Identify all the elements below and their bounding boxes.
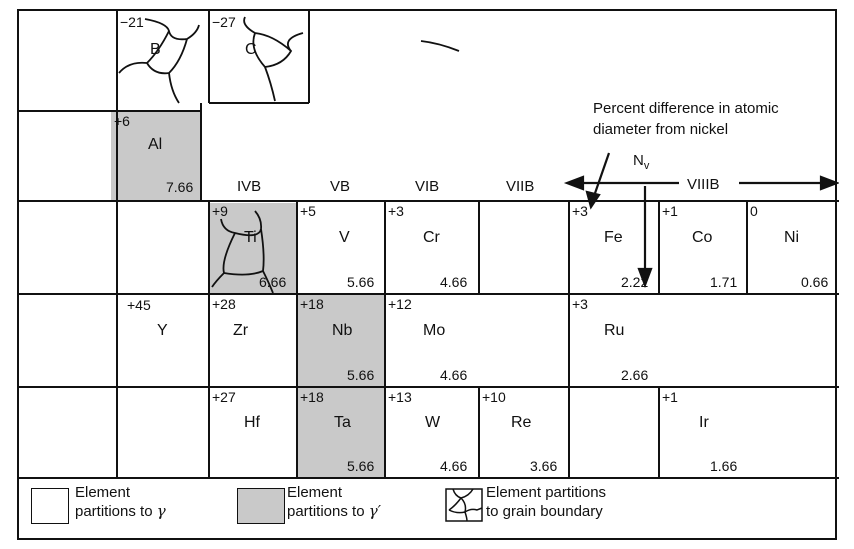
legend-label-grain-boundary: Element partitions to grain boundary	[486, 483, 606, 521]
legend-label-gamma-prime: Element partitions to γ′	[287, 483, 381, 521]
ni-diameter-diff: 0	[750, 203, 758, 219]
legend-gamma-line-2: partitions to γ	[75, 502, 166, 521]
cr-diameter-diff: +3	[388, 203, 404, 219]
al-symbol: Al	[148, 136, 163, 153]
zr-symbol: Zr	[233, 322, 249, 339]
re-nv-value: 3.66	[530, 458, 558, 474]
w-symbol: W	[425, 414, 441, 431]
co-nv-value: 1.71	[710, 274, 738, 290]
nb-symbol: Nb	[332, 322, 353, 339]
ta-nv-value: 5.66	[347, 458, 375, 474]
legend-gamma-prime-line-2: partitions to γ′	[287, 502, 381, 521]
shade-ta	[297, 387, 385, 477]
ni-symbol: Ni	[784, 229, 800, 246]
re-symbol: Re	[511, 414, 532, 431]
w-diameter-diff: +13	[388, 389, 412, 405]
annotation-line-1: Percent difference in atomic	[593, 100, 779, 117]
ir-symbol: Ir	[699, 414, 709, 431]
legend-gamma-prime-symbol: γ′	[368, 502, 382, 520]
ta-symbol: Ta	[334, 414, 351, 431]
ir-diameter-diff: +1	[662, 389, 678, 405]
nb-diameter-diff: +18	[300, 296, 324, 312]
ru-nv-value: 2.66	[621, 367, 649, 383]
legend-swatch-grain-boundary	[445, 488, 483, 522]
legend-gamma-text: partitions to	[75, 503, 157, 520]
fe-diameter-diff: +3	[572, 203, 588, 219]
table-grid	[19, 11, 839, 479]
mo-nv-value: 4.66	[440, 367, 468, 383]
group-header-viib: VIIB	[506, 178, 535, 195]
fe-symbol: Fe	[604, 229, 623, 246]
ti-nv-value: 6.66	[259, 274, 287, 290]
b-diameter-diff: −21	[120, 14, 144, 30]
co-symbol: Co	[692, 229, 713, 246]
w-nv-value: 4.66	[440, 458, 468, 474]
zr-diameter-diff: +28	[212, 296, 236, 312]
legend-gamma-line-1: Element	[75, 484, 131, 501]
re-diameter-diff: +10	[482, 389, 506, 405]
cr-nv-value: 4.66	[440, 274, 468, 290]
periodic-table-figure: Percent difference in atomic diameter fr…	[17, 9, 839, 540]
group-header-vb: VB	[330, 178, 351, 195]
y-symbol: Y	[157, 322, 168, 339]
v-symbol: V	[339, 229, 350, 246]
legend-label-gamma: Element partitions to γ	[75, 483, 166, 521]
legend-gamma-prime-line-1: Element	[287, 484, 343, 501]
annotation-arrows	[563, 152, 839, 289]
nv-label-subscript: v	[643, 160, 650, 172]
co-diameter-diff: +1	[662, 203, 678, 219]
grid-lines	[19, 11, 839, 479]
ru-symbol: Ru	[604, 322, 625, 339]
group-header-ivb: IVB	[237, 178, 262, 195]
al-diameter-diff: +6	[114, 113, 130, 129]
ir-nv-value: 1.66	[710, 458, 738, 474]
legend-swatch-gamma-prime	[237, 488, 285, 524]
nv-label-main: N	[633, 152, 644, 169]
c-diameter-diff: −27	[212, 14, 236, 30]
ni-nv-value: 0.66	[801, 274, 829, 290]
ti-diameter-diff: +9	[212, 203, 228, 219]
mo-symbol: Mo	[423, 322, 446, 339]
b-symbol: B	[150, 41, 161, 58]
ta-diameter-diff: +18	[300, 389, 324, 405]
hf-symbol: Hf	[244, 414, 260, 431]
y-diameter-diff: +45	[127, 297, 151, 313]
fe-nv-value: 2.22	[621, 274, 649, 290]
ti-symbol: Ti	[244, 229, 257, 246]
mo-diameter-diff: +12	[388, 296, 412, 312]
legend-swatch-gamma	[31, 488, 69, 524]
shade-nb	[297, 295, 385, 387]
grain-boundary-sketches	[118, 16, 460, 294]
group-header-vib: VIB	[415, 178, 440, 195]
v-diameter-diff: +5	[300, 203, 316, 219]
shade-ti	[209, 203, 297, 294]
hf-diameter-diff: +27	[212, 389, 236, 405]
legend-gamma-prime-text: partitions to	[287, 503, 369, 520]
al-nv-value: 7.66	[166, 179, 194, 195]
legend-grain-line-2: to grain boundary	[486, 503, 603, 520]
nb-nv-value: 5.66	[347, 367, 375, 383]
c-symbol: C	[245, 41, 257, 58]
annotation-line-2: diameter from nickel	[593, 121, 729, 138]
group-header-viiib: VIIIB	[685, 176, 722, 193]
nv-label: Nv	[633, 153, 649, 172]
ru-diameter-diff: +3	[572, 296, 588, 312]
shade-al	[111, 111, 200, 200]
v-nv-value: 5.66	[347, 274, 375, 290]
cr-symbol: Cr	[423, 229, 440, 246]
legend-gamma-symbol: γ	[156, 502, 166, 520]
legend-grain-line-1: Element partitions	[486, 484, 607, 501]
